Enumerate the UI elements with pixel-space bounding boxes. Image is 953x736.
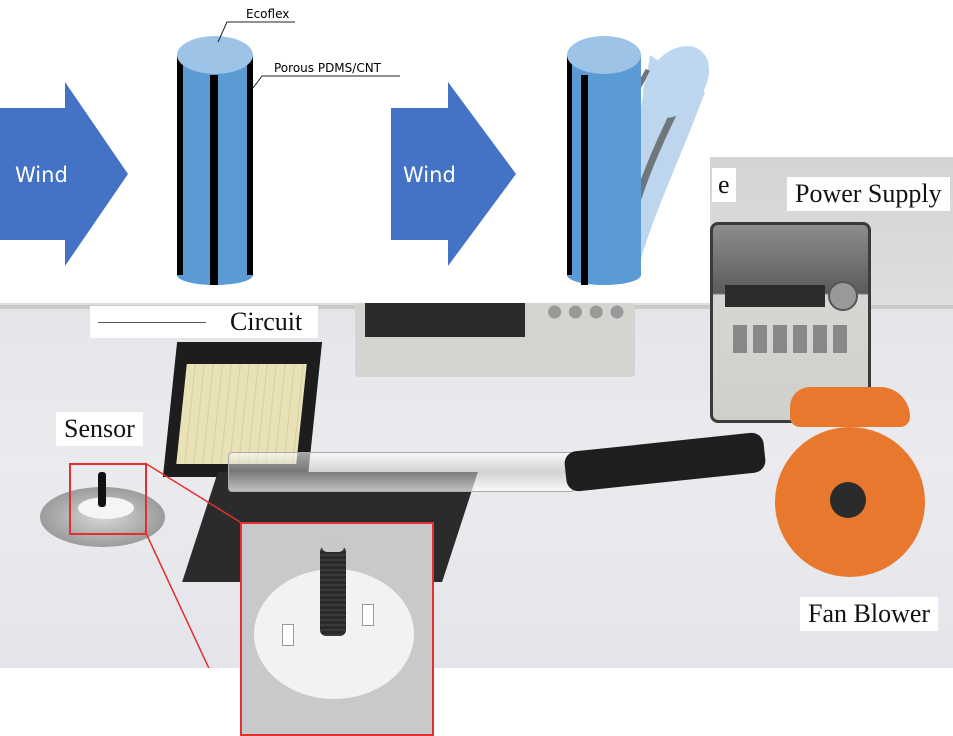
circuit-label: Circuit bbox=[230, 307, 303, 336]
cylinder-original bbox=[567, 36, 641, 285]
ecoflex-callout-line bbox=[217, 21, 295, 43]
inset-slot-left bbox=[282, 624, 294, 646]
power-supply-knob bbox=[828, 281, 858, 311]
circuit-label-box: Circuit bbox=[90, 306, 318, 338]
wind-arrow-right-icon bbox=[391, 82, 516, 266]
fan-blower bbox=[775, 387, 935, 577]
cylinder-original-body bbox=[567, 55, 641, 275]
callout-line-bottom bbox=[144, 530, 210, 668]
sensor-disk bbox=[78, 497, 134, 519]
oscilloscope bbox=[355, 297, 635, 377]
sensor-label: Sensor bbox=[56, 412, 143, 446]
wind-label-right: Wind bbox=[403, 163, 456, 187]
oscilloscope-screen bbox=[365, 297, 525, 337]
pdms-callout-line bbox=[252, 75, 400, 89]
power-supply-label: Power Supply bbox=[787, 177, 950, 211]
inset-sensor-tip bbox=[322, 538, 344, 552]
acrylic-tube bbox=[228, 452, 575, 492]
sensor-rod bbox=[98, 472, 106, 507]
fan-blower-vent bbox=[830, 482, 866, 518]
inset-slot-right bbox=[362, 604, 374, 626]
fan-blower-label: Fan Blower bbox=[800, 597, 939, 631]
power-supply-buttons bbox=[733, 325, 853, 353]
fan-blower-handle bbox=[790, 387, 910, 427]
wind-label-left: Wind bbox=[15, 163, 68, 187]
cylinder-upright-stripe-right bbox=[247, 55, 253, 275]
sensor-inset bbox=[240, 522, 434, 736]
circuit-symbol-line bbox=[98, 322, 206, 323]
wind-arrow-left-icon bbox=[0, 82, 128, 266]
oscilloscope-label-partial: e bbox=[712, 168, 736, 202]
cylinder-original-stripe-center bbox=[581, 75, 588, 285]
cylinder-upright-stripe-center bbox=[210, 75, 218, 285]
callout-lines bbox=[144, 462, 241, 668]
callout-line-top bbox=[144, 462, 241, 523]
cylinder-original-top bbox=[567, 36, 641, 74]
cylinder-upright bbox=[177, 36, 253, 285]
inset-sensor-rod bbox=[320, 546, 346, 636]
cylinder-original-stripe-left bbox=[567, 55, 572, 275]
diagram-svg: Wind Ecoflex Porous PDMS/CNT Wind bbox=[0, 7, 710, 285]
wind-deflection-diagram: Wind Ecoflex Porous PDMS/CNT Wind bbox=[0, 0, 710, 303]
cylinder-upright-top bbox=[177, 36, 253, 74]
sensor-callout-box bbox=[69, 463, 147, 535]
oscilloscope-channel-knobs bbox=[545, 303, 625, 363]
cylinder-original-bottom bbox=[567, 265, 641, 285]
ecoflex-label: Ecoflex bbox=[246, 7, 289, 21]
cylinder-bent-top bbox=[642, 46, 710, 118]
power-supply-display bbox=[725, 285, 825, 307]
pdms-cnt-label: Porous PDMS/CNT bbox=[274, 61, 382, 75]
cylinder-upright-stripe-left bbox=[177, 55, 183, 275]
